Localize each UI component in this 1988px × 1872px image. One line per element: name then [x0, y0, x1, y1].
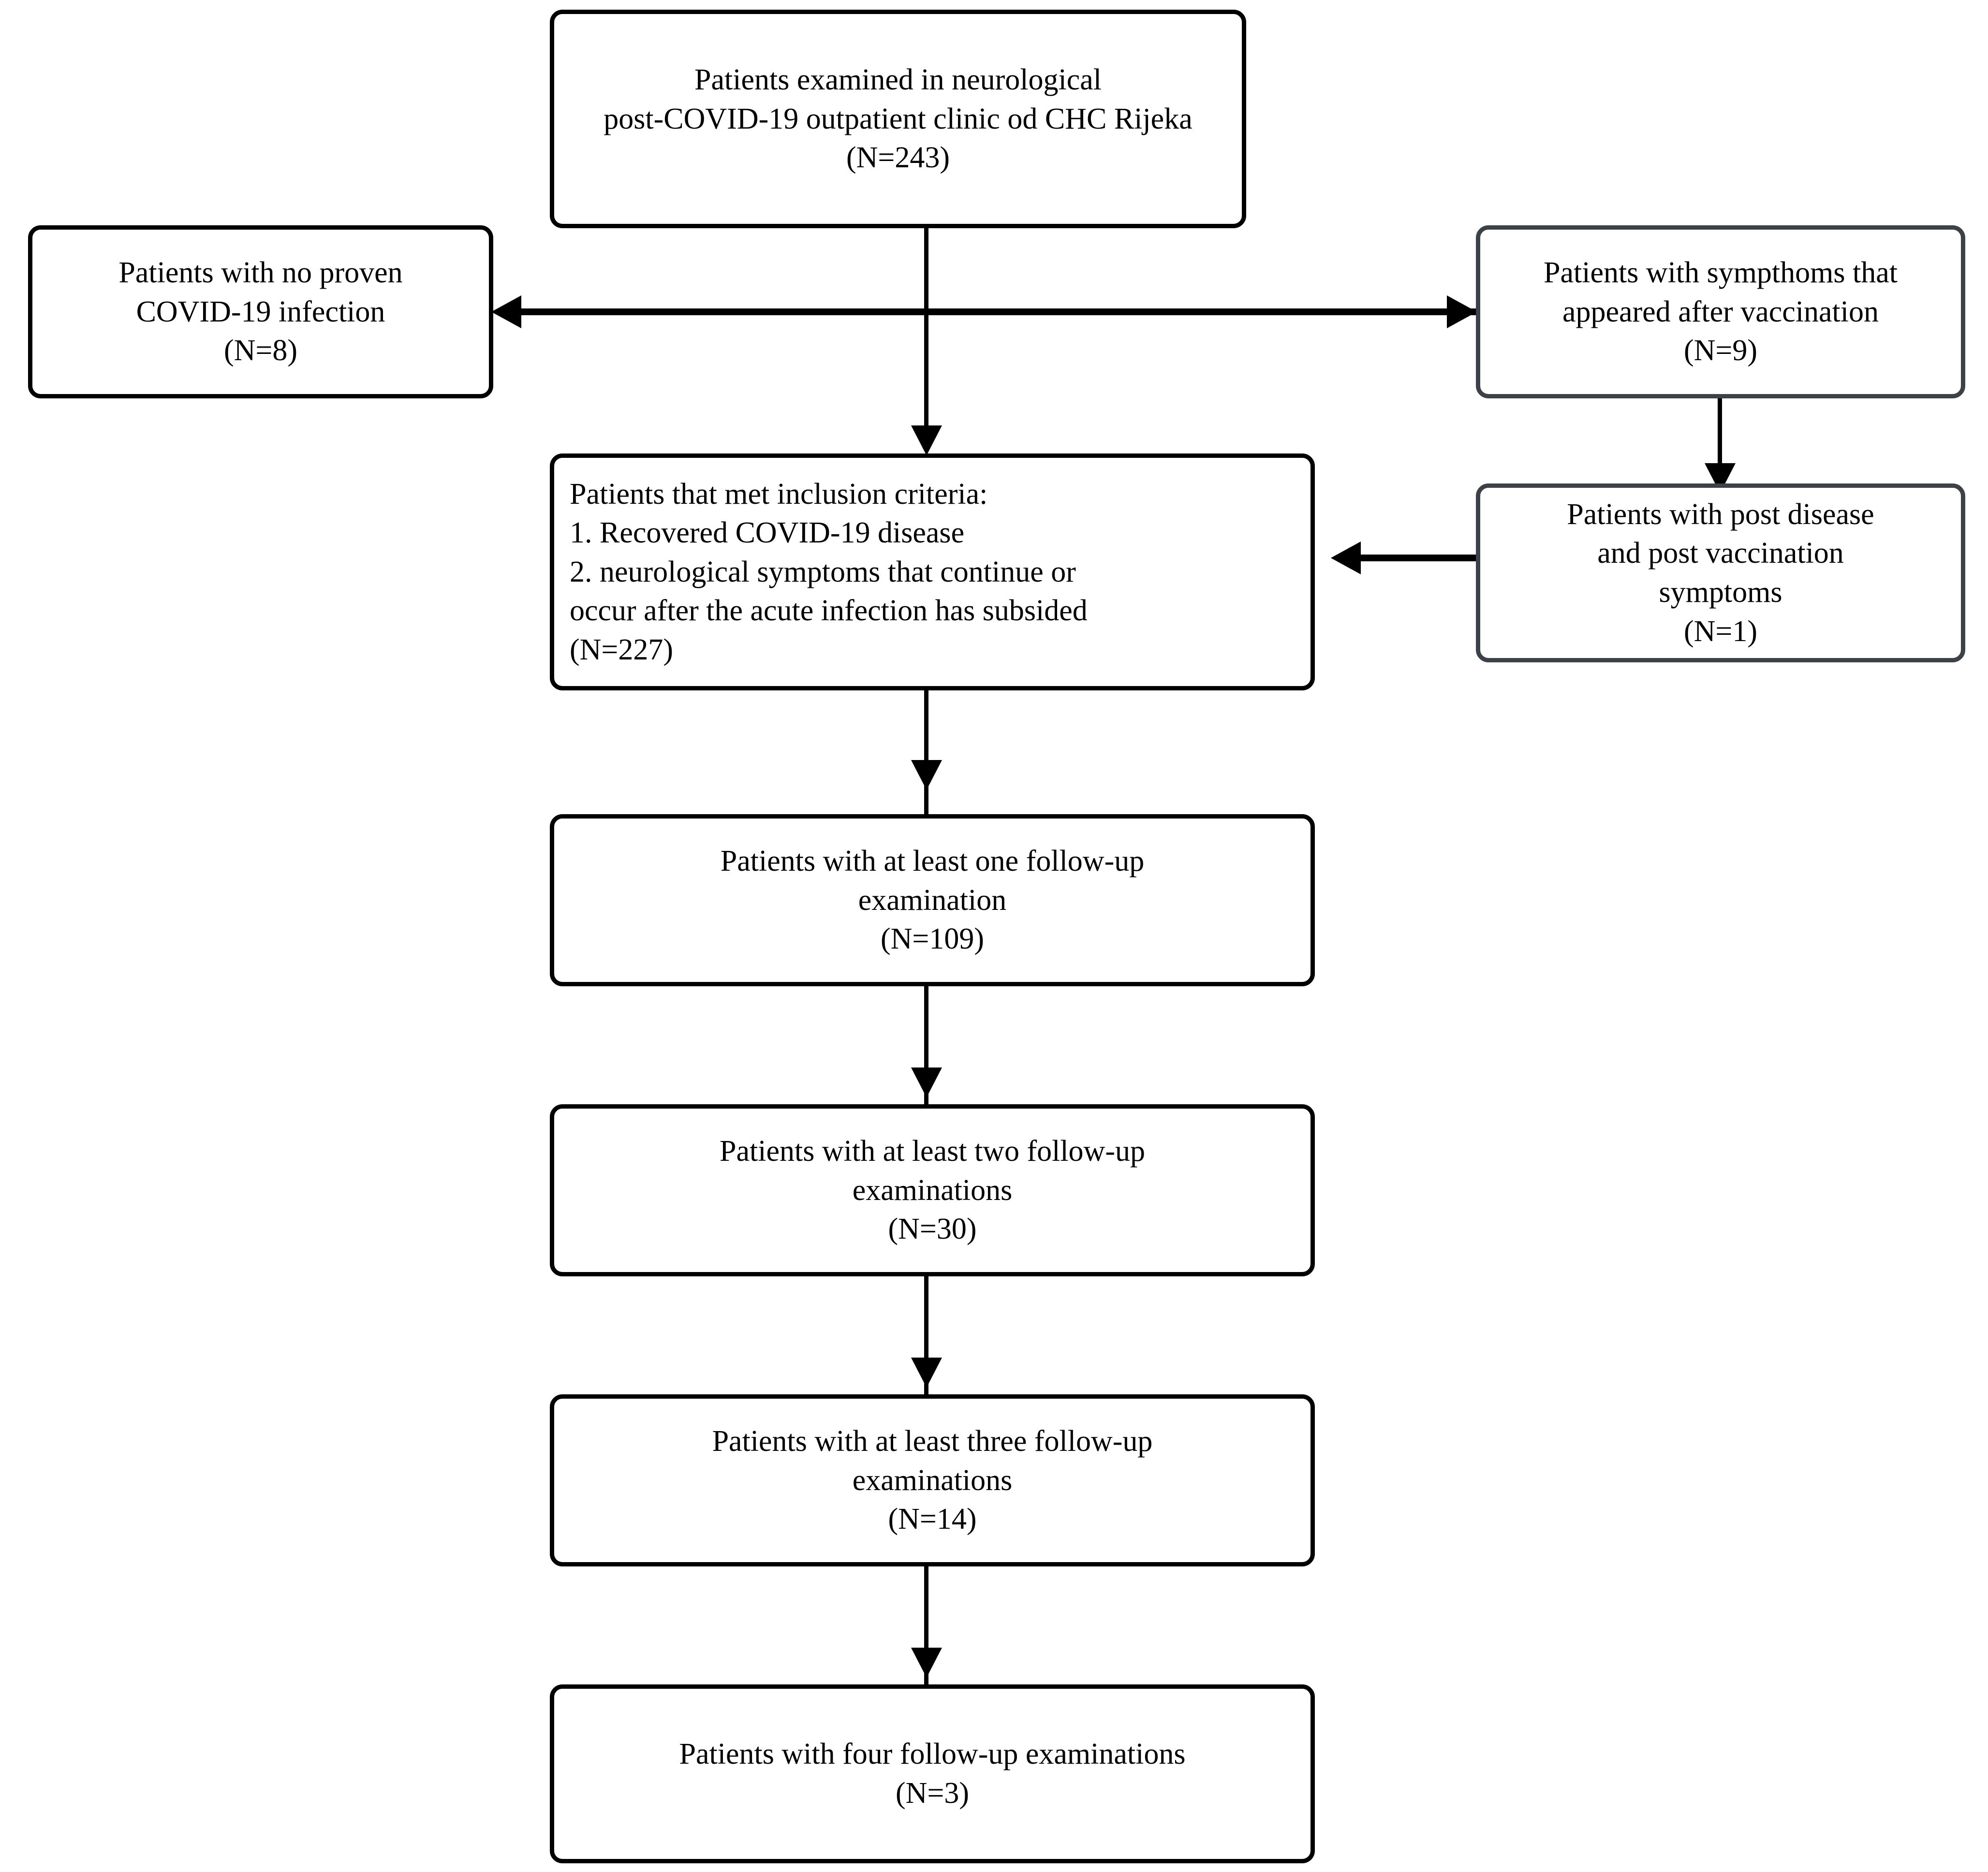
connector-vaccination-to-combined: [1718, 398, 1722, 485]
node-source-label: Patients examined in neurological post-C…: [604, 63, 1193, 175]
node-excluded-post-vaccination[interactable]: Patients with sympthoms that appeared af…: [1476, 225, 1965, 398]
node-excluded-post-vaccination-label: Patients with sympthoms that appeared af…: [1544, 256, 1898, 367]
connector-combined-to-inclusion: [1360, 555, 1478, 561]
node-followup-two-label: Patients with at least two follow-up exa…: [720, 1135, 1145, 1246]
node-post-disease-and-vaccination-label: Patients with post disease and post vacc…: [1567, 497, 1874, 648]
node-followup-three[interactable]: Patients with at least three follow-up e…: [550, 1394, 1315, 1566]
node-excluded-no-infection[interactable]: Patients with no proven COVID-19 infecti…: [28, 225, 493, 398]
arrowhead-excluded-post-vaccination: [1447, 295, 1477, 328]
node-source[interactable]: Patients examined in neurological post-C…: [550, 10, 1246, 228]
connector-followup-two-to-three: [924, 1272, 928, 1400]
arrowhead-combined-to-inclusion: [1331, 541, 1361, 574]
node-post-disease-and-vaccination[interactable]: Patients with post disease and post vacc…: [1476, 483, 1965, 662]
connector-exclusions-bar: [513, 308, 1476, 315]
node-followup-two[interactable]: Patients with at least two follow-up exa…: [550, 1104, 1315, 1276]
node-followup-four-label: Patients with four follow-up examination…: [679, 1738, 1186, 1810]
connector-inclusion-to-followup-one: [924, 690, 928, 819]
node-followup-four[interactable]: Patients with four follow-up examination…: [550, 1684, 1315, 1863]
arrowhead-source-to-inclusion: [911, 425, 942, 455]
arrowhead-followup-one-to-two: [911, 1068, 942, 1097]
node-inclusion-criteria[interactable]: Patients that met inclusion criteria: 1.…: [550, 453, 1315, 690]
arrowhead-followup-three-to-four: [911, 1648, 942, 1678]
arrowhead-inclusion-to-followup-one: [911, 760, 942, 790]
connector-followup-one-to-two: [924, 981, 928, 1110]
arrowhead-excluded-no-infection: [491, 295, 521, 328]
node-followup-one-label: Patients with at least one follow-up exa…: [720, 845, 1145, 956]
node-followup-three-label: Patients with at least three follow-up e…: [712, 1425, 1153, 1536]
node-followup-one[interactable]: Patients with at least one follow-up exa…: [550, 814, 1315, 986]
arrowhead-followup-two-to-three: [911, 1358, 942, 1388]
connector-followup-three-to-four: [924, 1562, 928, 1690]
connector-source-to-inclusion: [924, 130, 928, 450]
node-excluded-no-infection-label: Patients with no proven COVID-19 infecti…: [118, 256, 403, 367]
node-inclusion-criteria-label: Patients that met inclusion criteria: 1.…: [570, 477, 1088, 666]
